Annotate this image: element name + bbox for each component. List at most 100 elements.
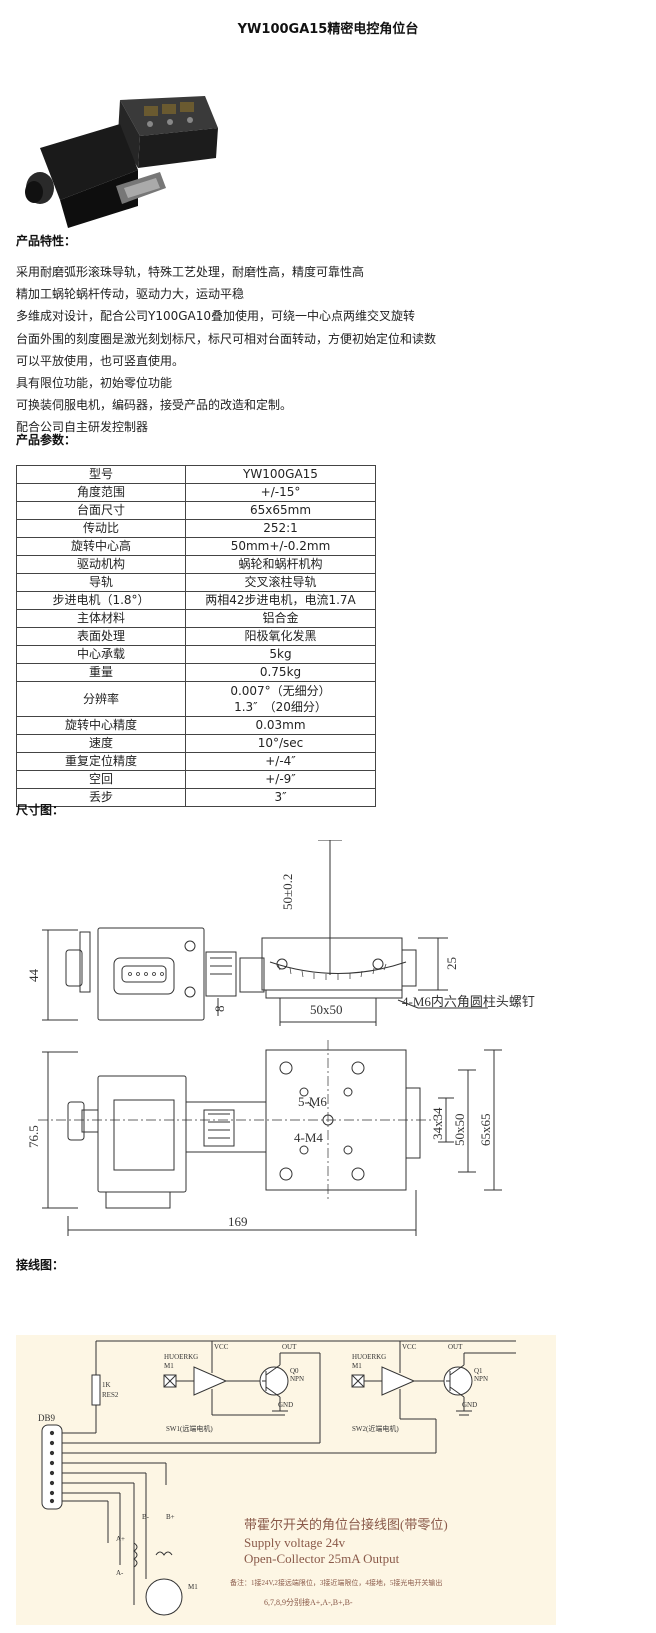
- param-row: 空回+/-9″: [16, 770, 376, 789]
- param-value: +/-9″: [185, 770, 376, 789]
- db9-label: DB9: [38, 1413, 56, 1423]
- hall-sensor-2: HUOERKG: [352, 1353, 386, 1361]
- feature-item: 台面外围的刻度圈是激光刻划标尺，标尺可相对台面转动，方便初始定位和读数: [16, 331, 437, 346]
- param-name: 驱动机构: [16, 555, 186, 574]
- wiring-note-1: 备注：1接24V,2接远端限位，3接近端限位，4接地，5接光电开关输出: [230, 1578, 442, 1587]
- wiring-diagram: DB9 1K RES2 HUOERKG M1 VCC OUT Q0 NPN GN…: [16, 1335, 556, 1625]
- hall-m1-2: M1: [352, 1362, 362, 1370]
- product-photo: [25, 96, 218, 228]
- out-2: OUT: [448, 1343, 463, 1351]
- dim-65x65-label: 65x65: [478, 1114, 493, 1147]
- dim-50x50-label: 50x50: [310, 1002, 343, 1017]
- dim-height-label: 50±0.2: [280, 874, 295, 910]
- param-row: 主体材料铝合金: [16, 609, 376, 628]
- feature-item: 可换装伺服电机，编码器，接受产品的改造和定制。: [16, 398, 293, 413]
- feature-item: 采用耐磨弧形滚珠导轨，特殊工艺处理，耐磨性高，精度可靠性高: [16, 265, 365, 279]
- q1-label: Q1: [474, 1367, 483, 1375]
- param-row: 角度范围+/-15°: [16, 483, 376, 502]
- gnd-1: GND: [278, 1401, 293, 1409]
- coil-b-minus: B-: [142, 1513, 150, 1521]
- param-value: 252:1: [185, 519, 376, 538]
- feature-item: 可以平放使用，也可竖直使用。: [16, 353, 185, 368]
- param-value: 阳极氧化发黑: [185, 627, 376, 646]
- dim-v50x50-label: 50x50: [452, 1114, 467, 1147]
- dim-76-5-label: 76.5: [26, 1125, 41, 1148]
- param-name: 旋转中心精度: [16, 716, 186, 735]
- feature-item: 配合公司自主研发控制器: [16, 420, 149, 435]
- motor-body: [25, 124, 138, 228]
- param-name: 导轨: [16, 573, 186, 592]
- dim-25-label: 25: [444, 957, 459, 970]
- hall-m1-1: M1: [164, 1362, 174, 1370]
- wiring-note-2: 6,7,8,9分别接A+,A-,B+,B-: [264, 1597, 353, 1607]
- dim-8-label: 8: [212, 1006, 227, 1013]
- param-row: 重复定位精度+/-4″: [16, 752, 376, 771]
- param-value: 交叉滚柱导轨: [185, 573, 376, 592]
- param-row: 步进电机（1.8°）两相42步进电机，电流1.7A: [16, 591, 376, 610]
- db9-connector: [116, 172, 166, 204]
- dimension-drawing: 50±0.2 44 25 8 50x50 4-M6内六角圆柱头螺钉 5-M6 4…: [26, 840, 535, 1236]
- param-name: 中心承载: [16, 645, 186, 664]
- param-name: 空回: [16, 770, 186, 789]
- param-name: 速度: [16, 734, 186, 753]
- param-name: 步进电机（1.8°）: [16, 591, 186, 610]
- param-value: 0.75kg: [185, 663, 376, 682]
- param-value: +/-4″: [185, 752, 376, 771]
- param-name: 丢步: [16, 788, 186, 807]
- feature-item: 精加工蜗轮蜗杆传动，驱动力大，运动平稳: [16, 287, 245, 302]
- coil-a-minus: A-: [116, 1569, 124, 1577]
- npn0-label: NPN: [290, 1375, 304, 1383]
- param-value: 5kg: [185, 645, 376, 664]
- param-value: 3″: [185, 788, 376, 807]
- param-name: 主体材料: [16, 609, 186, 628]
- param-row: 导轨交叉滚柱导轨: [16, 573, 376, 592]
- dim-34x34-label: 34x34: [430, 1107, 445, 1140]
- feature-item: 多维成对设计，配合公司Y100GA10叠加使用，可绕一中心点两维交叉旋转: [16, 309, 416, 324]
- param-value: YW100GA15: [185, 465, 376, 484]
- motor-label: M1: [188, 1583, 198, 1591]
- param-value: 蜗轮和蜗杆机构: [185, 555, 376, 574]
- param-name: 旋转中心高: [16, 537, 186, 556]
- param-value: 0.03mm: [185, 716, 376, 735]
- out-1: OUT: [282, 1343, 297, 1351]
- param-name: 台面尺寸: [16, 501, 186, 520]
- vcc-2: VCC: [402, 1343, 417, 1351]
- param-value-line: 0.007°（无细分）: [230, 684, 331, 698]
- dim-m6-label: 5-M6: [298, 1094, 327, 1109]
- features-list: 采用耐磨弧形滚珠导轨，特殊工艺处理，耐磨性高，精度可靠性高精加工蜗轮蜗杆传动，驱…: [16, 261, 436, 439]
- dimensions-heading: 尺寸图：: [16, 803, 65, 817]
- dim-m4-label: 4-M4: [294, 1130, 323, 1145]
- param-value: 两相42步进电机，电流1.7A: [185, 591, 376, 610]
- param-name: 表面处理: [16, 627, 186, 646]
- param-value: 50mm+/-0.2mm: [185, 537, 376, 556]
- dim-44-label: 44: [26, 969, 41, 983]
- params-heading: 产品参数：: [16, 433, 77, 447]
- hall-sensor-1: HUOERKG: [164, 1353, 198, 1361]
- resistor-value: 1K: [102, 1381, 111, 1389]
- param-name: 重复定位精度: [16, 752, 186, 771]
- param-name: 角度范围: [16, 483, 186, 502]
- param-value: 0.007°（无细分）1.3″ （20细分）: [185, 681, 376, 717]
- param-row: 表面处理阳极氧化发黑: [16, 627, 376, 646]
- sw2-label: SW2(近端电机): [352, 1424, 399, 1433]
- dim-169-label: 169: [228, 1214, 248, 1229]
- top-view: [38, 1040, 502, 1236]
- param-value: +/-15°: [185, 483, 376, 502]
- sw1-label: SW1(远端电机): [166, 1424, 213, 1433]
- vcc-1: VCC: [214, 1343, 229, 1351]
- wiring-caption-en2: Open-Collector 25mA Output: [244, 1551, 400, 1566]
- page-title: YW100GA15精密电控角位台: [237, 22, 419, 37]
- wiring-heading: 接线图：: [16, 1258, 65, 1272]
- param-value: 铝合金: [185, 609, 376, 628]
- resistor-name: RES2: [102, 1391, 119, 1399]
- dim-screw-label: 4-M6内六角圆柱头螺钉: [402, 994, 535, 1009]
- wiring-caption-en1: Supply voltage 24v: [244, 1535, 346, 1550]
